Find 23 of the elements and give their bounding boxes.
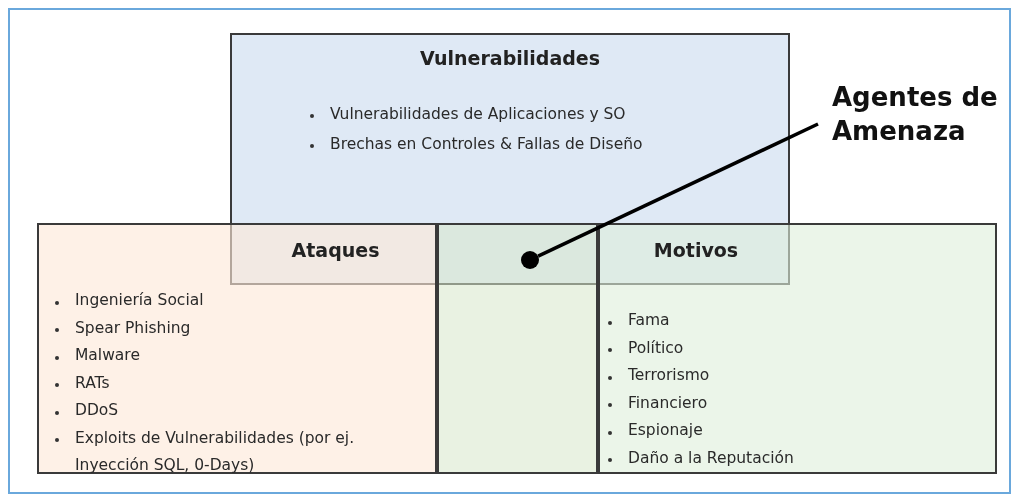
- category-panel: [598, 223, 997, 474]
- bullet-item: Financiero: [628, 392, 708, 414]
- bullet-item: Fama: [628, 310, 670, 331]
- empty-panel: [437, 223, 598, 474]
- callout-text: Agentes de Amenaza: [832, 80, 1021, 148]
- bullet-item: Ingeniería Social: [75, 290, 204, 311]
- bullet-item: DDoS: [75, 400, 119, 421]
- category-panel: [37, 223, 437, 474]
- bullet-item: Vulnerabilidades de Aplicaciones y SO: [330, 104, 626, 125]
- bullet-item: Malware: [75, 345, 140, 366]
- panel-heading: Ataques: [290, 239, 381, 261]
- bullet-item: Brechas en Controles & Fallas de Diseño: [330, 134, 643, 155]
- category-panel: [230, 33, 790, 285]
- panel-heading: Vulnerabilidades: [419, 47, 601, 69]
- bullet-item: RATs: [75, 372, 110, 394]
- panel-heading: Motivos: [652, 239, 740, 261]
- leader-line: [537, 122, 819, 258]
- bullet-item: Terrorismo: [628, 365, 710, 386]
- bullet-item: Exploits de Vulnerabilidades (por ej. Inyección SQL, 0-Days): [75, 427, 356, 476]
- bullet-item: Spear Phishing: [75, 317, 191, 339]
- bullet-item: Espionaje: [628, 420, 703, 441]
- bullet-item: Político: [628, 337, 684, 359]
- bullet-item: Daño a la Reputación: [628, 447, 794, 469]
